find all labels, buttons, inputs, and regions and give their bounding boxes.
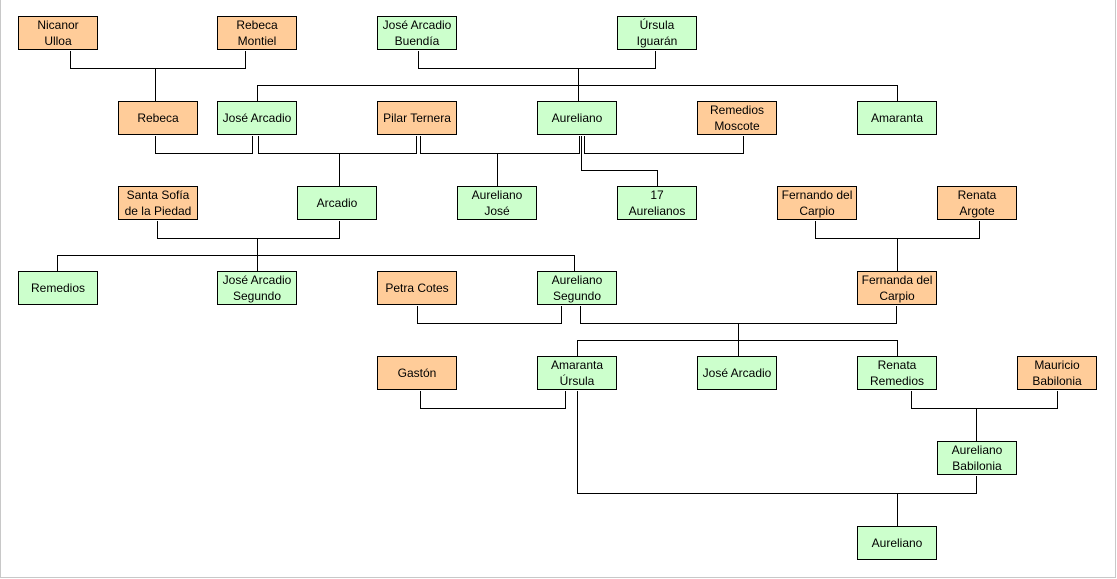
person-pilar-ternera: Pilar Ternera [377, 101, 457, 135]
person-fernanda-del-carpio: Fernanda del Carpio [857, 271, 937, 305]
person-remedios-moscote: Remedios Moscote [697, 101, 777, 135]
person-jose-arcadio-segundo: José Arcadio Segundo [217, 271, 297, 305]
person-renata-remedios: Renata Remedios [857, 356, 937, 390]
person-rebeca-montiel: Rebeca Montiel [217, 16, 297, 50]
connector-couple-buendia-iguaran [418, 51, 656, 69]
person-jose-arcadio-2: José Arcadio [697, 356, 777, 390]
person-aureliano: Aureliano [537, 101, 617, 135]
connector-children-arcadio [57, 238, 575, 271]
connector-couple-pilar-aureliano [420, 136, 580, 154]
person-gaston: Gastón [377, 356, 457, 390]
connector-couple-ulloa-montiel [70, 51, 246, 69]
connector-couple-petra-aurelianosegundo [417, 306, 562, 324]
connector-couple-carpio-argote [815, 221, 980, 239]
connector-children-aurelianosegundo [577, 323, 898, 356]
connector-couple-aureliano-remedios [584, 136, 744, 154]
connector-couple-rebeca-josearcadio [155, 136, 253, 154]
person-fernando-del-carpio: Fernando del Carpio [777, 186, 857, 220]
person-jose-arcadio: José Arcadio [217, 101, 297, 135]
person-amaranta-ursula: Amaranta Úrsula [537, 356, 617, 390]
person-arcadio: Arcadio [297, 186, 377, 220]
person-aureliano-babilonia: Aureliano Babilonia [937, 441, 1017, 475]
person-aureliano-2: Aureliano [857, 526, 937, 560]
connector-child-17-aurelianos [581, 136, 658, 186]
person-mauricio-babilonia: Mauricio Babilonia [1017, 356, 1097, 390]
person-remedios: Remedios [18, 271, 98, 305]
connector-couple-aurelianosegundo-fernanda [580, 306, 897, 324]
person-aureliano-segundo: Aureliano Segundo [537, 271, 617, 305]
connector-couple-amarantaursula-aurelianobabilonia [577, 391, 977, 494]
connector-couple-renata-mauricio [911, 391, 1058, 409]
connector-couple-gaston-amarantaursula [420, 391, 566, 409]
person-aureliano-jose: Aureliano José [457, 186, 537, 220]
person-renata-argote: Renata Argote [937, 186, 1017, 220]
connector-couple-josearcadio-pilar [258, 136, 417, 154]
connector-children-buendia [257, 68, 898, 101]
person-jose-arcadio-buendia: José Arcadio Buendía [377, 16, 457, 50]
connector-couple-santasofia-arcadio [157, 221, 340, 239]
person-santa-sofia-de-la-piedad: Santa Sofía de la Piedad [118, 186, 198, 220]
person-nicanor-ulloa: Nicanor Ulloa [18, 16, 98, 50]
person-17-aurelianos: 17 Aurelianos [617, 186, 697, 220]
person-rebeca: Rebeca [118, 101, 198, 135]
person-ursula-iguaran: Úrsula Iguarán [617, 16, 697, 50]
person-petra-cotes: Petra Cotes [377, 271, 457, 305]
person-amaranta: Amaranta [857, 101, 937, 135]
